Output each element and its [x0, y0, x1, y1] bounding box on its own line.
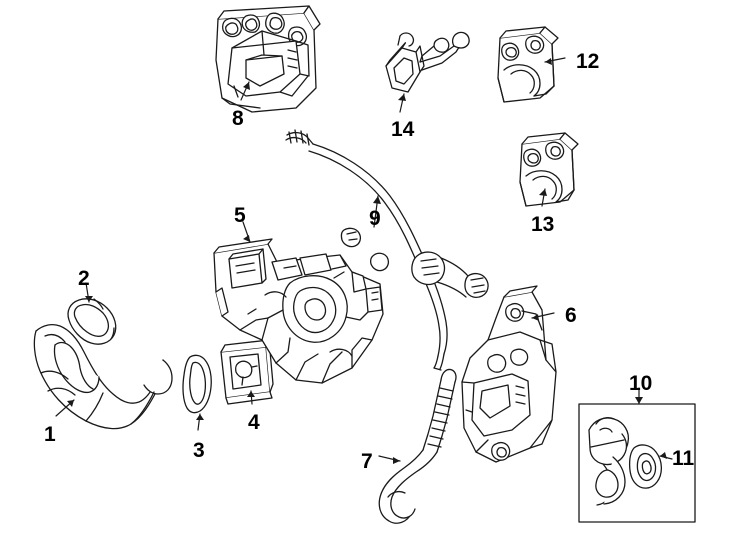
callout-13: 13 — [531, 213, 555, 236]
callout-5: 5 — [234, 204, 246, 227]
part-2-handle-bezel — [67, 298, 117, 345]
callout-4: 4 — [248, 411, 260, 434]
part-10-11-inset-box — [578, 403, 696, 523]
callout-11: 11 — [672, 447, 695, 470]
part-14-lock-linkage — [385, 31, 470, 93]
callout-7: 7 — [361, 450, 373, 473]
callout-10: 10 — [629, 372, 653, 395]
part-3-handle-cap — [182, 354, 212, 414]
part-1-door-handle — [33, 324, 173, 430]
callout-12: 12 — [576, 50, 600, 73]
callout-9: 9 — [369, 207, 381, 230]
callout-3: 3 — [193, 439, 205, 462]
part-4-lock-cylinder-housing — [220, 339, 274, 405]
part-8-actuator-bracket — [215, 5, 321, 113]
part-9-wiring-harness — [285, 129, 489, 371]
part-7-release-cable — [378, 368, 457, 524]
callout-8: 8 — [232, 107, 244, 130]
part-12-door-striker-upper — [497, 26, 559, 103]
part-6-lock-module — [461, 285, 557, 463]
part-13-door-striker-lower — [519, 132, 579, 207]
callout-14: 14 — [391, 118, 415, 141]
callout-2: 2 — [78, 267, 90, 290]
callout-1: 1 — [44, 423, 56, 446]
part-5-door-latch-assembly — [213, 238, 384, 384]
callout-6: 6 — [565, 304, 577, 327]
